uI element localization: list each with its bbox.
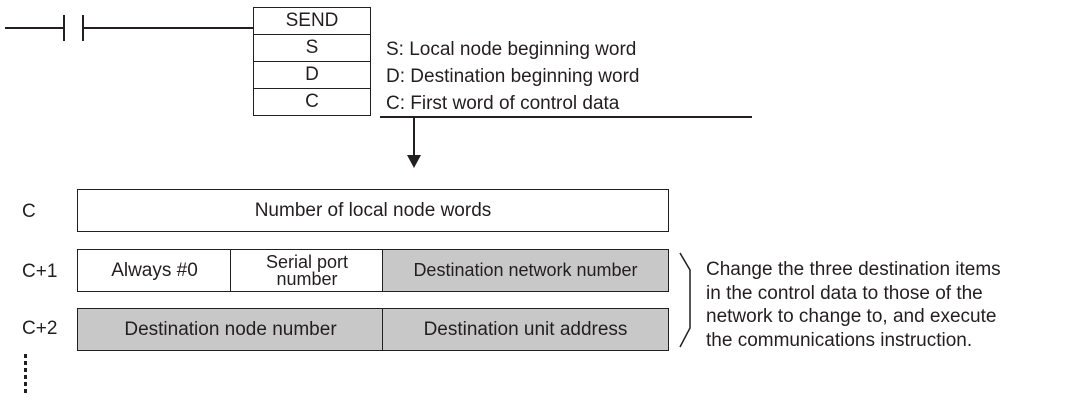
- description-underline: [380, 116, 752, 118]
- operand-c: C: [253, 88, 371, 116]
- operand-d: D: [253, 61, 371, 89]
- row-label-c: C: [22, 201, 36, 222]
- destination-node-number-cell: Destination node number: [77, 308, 384, 351]
- row-label-c2: C+2: [22, 318, 58, 339]
- operand-c-description: C: First word of control data: [386, 93, 620, 114]
- operand-s-description: S: Local node beginning word: [386, 39, 637, 60]
- operand-s: S: [253, 34, 371, 62]
- row-label-c1: C+1: [22, 261, 58, 282]
- operand-d-description: D: Destination beginning word: [386, 66, 640, 87]
- bracket-icon: [679, 252, 691, 348]
- note-text: Change the three destination items in th…: [706, 259, 1001, 351]
- destination-unit-address-cell: Destination unit address: [382, 308, 669, 351]
- serial-port-number-cell: Serial port number: [230, 249, 384, 292]
- local-node-words-cell: Number of local node words: [77, 189, 669, 232]
- always-zero-cell: Always #0: [77, 249, 232, 292]
- instruction-name: SEND: [253, 7, 371, 35]
- destination-network-number-cell: Destination network number: [382, 249, 669, 292]
